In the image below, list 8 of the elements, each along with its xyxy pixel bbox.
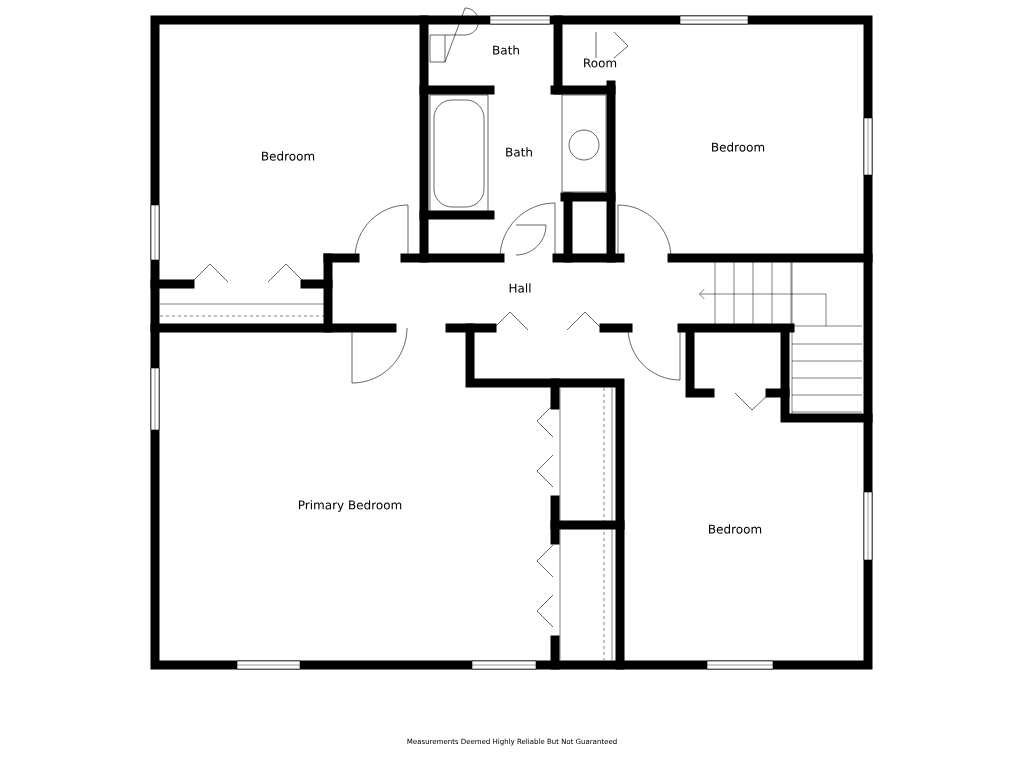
room-label: Bedroom	[262, 151, 315, 161]
room-label: Hall	[509, 283, 531, 293]
room-label: Bath	[506, 147, 532, 157]
room-label: Bedroom	[712, 142, 765, 152]
room-label: Bedroom	[709, 524, 762, 534]
room-label: Bath	[493, 45, 519, 55]
room-label: Room	[584, 58, 617, 68]
room-label: Primary Bedroom	[298, 500, 402, 512]
